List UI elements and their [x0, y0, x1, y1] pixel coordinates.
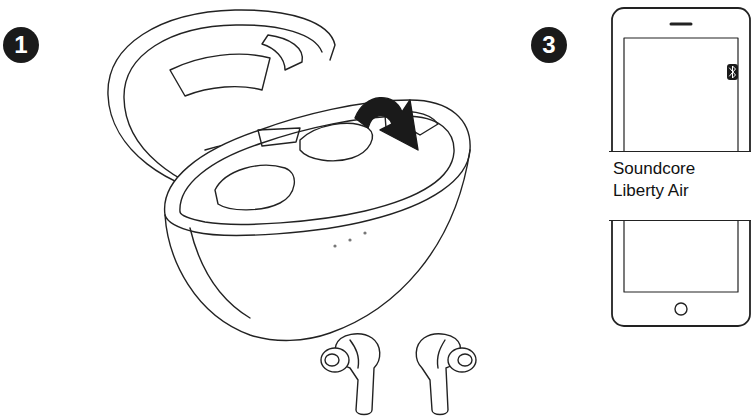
earbud-right	[416, 334, 476, 415]
callout-number: 3	[532, 28, 566, 62]
curved-arrow	[355, 98, 418, 150]
callout-circle	[531, 27, 567, 63]
case-base	[165, 100, 471, 340]
device-list-entry: Soundcore Liberty Air	[609, 151, 751, 221]
callout-circle	[3, 27, 39, 63]
callout-number: 1	[4, 28, 38, 62]
device-name: Soundcore Liberty Air	[613, 158, 747, 202]
earbud-left	[321, 334, 380, 415]
